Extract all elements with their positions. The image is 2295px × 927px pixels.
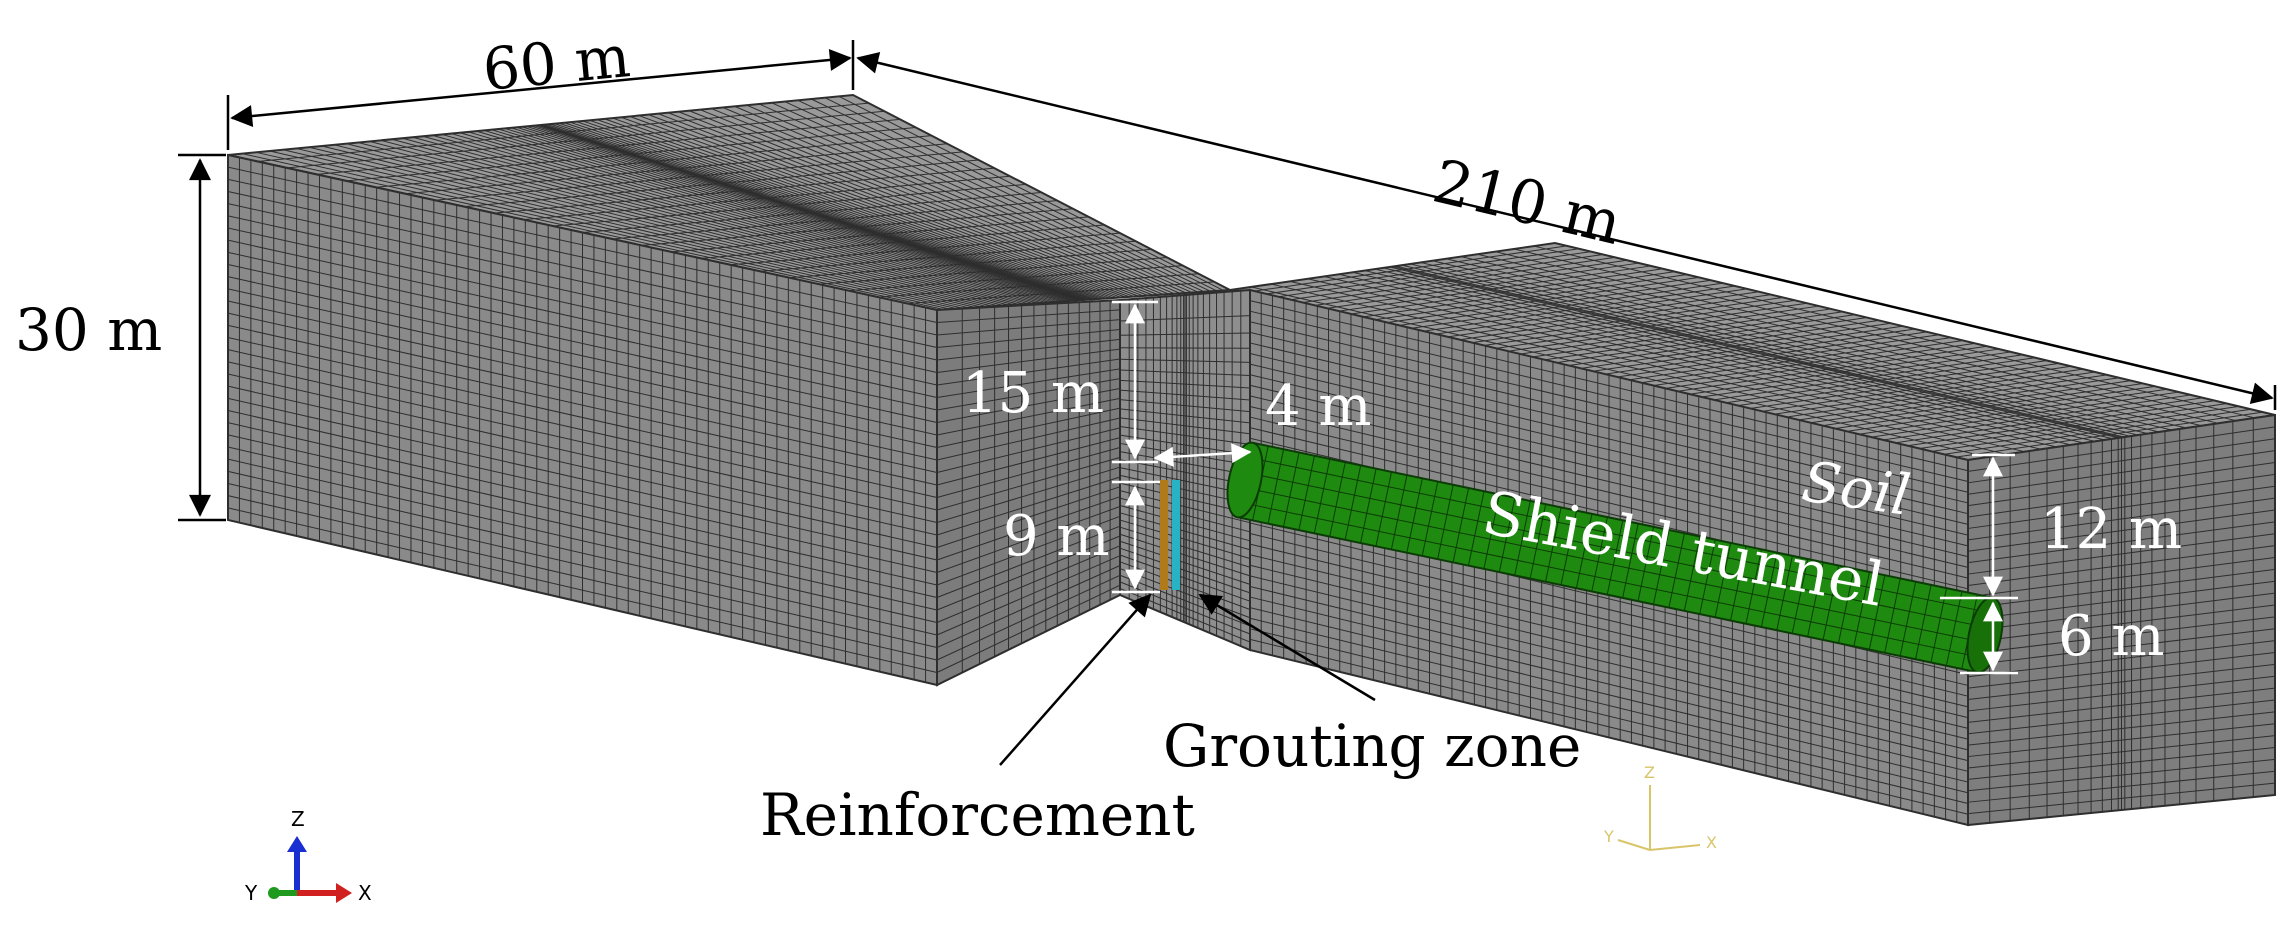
- pit-gap-label: 4 m: [1265, 374, 1372, 439]
- triad-right-x: X: [1706, 833, 1717, 852]
- height-label: 30 m: [15, 296, 162, 364]
- reinforcement-leader: [999, 593, 1152, 766]
- reinforcement-strip: [1160, 480, 1168, 590]
- length-label: 210 m: [1426, 147, 1628, 260]
- axis-triad-left: Z Y X: [244, 807, 372, 905]
- pit-back-face: [936, 298, 1121, 687]
- end-face: [1967, 413, 2276, 827]
- pit-gap-dim-line: [1153, 443, 1252, 467]
- triad-left-z: Z: [291, 807, 305, 831]
- front-face-left: [227, 153, 938, 687]
- width-dim-line: [230, 49, 852, 127]
- length-dim-line: [856, 52, 2274, 404]
- grouting-label: Grouting zone: [1163, 712, 1581, 780]
- wall-depth-label: 9 m: [1003, 504, 1110, 569]
- width-label: 60 m: [480, 22, 633, 104]
- triad-right-z: Z: [1644, 763, 1655, 782]
- triad-left-y: Y: [244, 881, 258, 905]
- soil-label: Soil: [1798, 449, 1914, 528]
- axis-triad-right: Z Y X: [1603, 763, 1717, 852]
- grouting-strip: [1172, 480, 1180, 590]
- triad-left-x: X: [358, 881, 372, 905]
- diameter-label: 6 m: [2058, 604, 2165, 669]
- pit-depth-label: 15 m: [962, 361, 1104, 426]
- grouting-leader: [1198, 593, 1376, 702]
- reinforcement-label: Reinforcement: [760, 781, 1195, 849]
- triad-right-y: Y: [1603, 827, 1614, 846]
- cover-label: 12 m: [2040, 497, 2182, 562]
